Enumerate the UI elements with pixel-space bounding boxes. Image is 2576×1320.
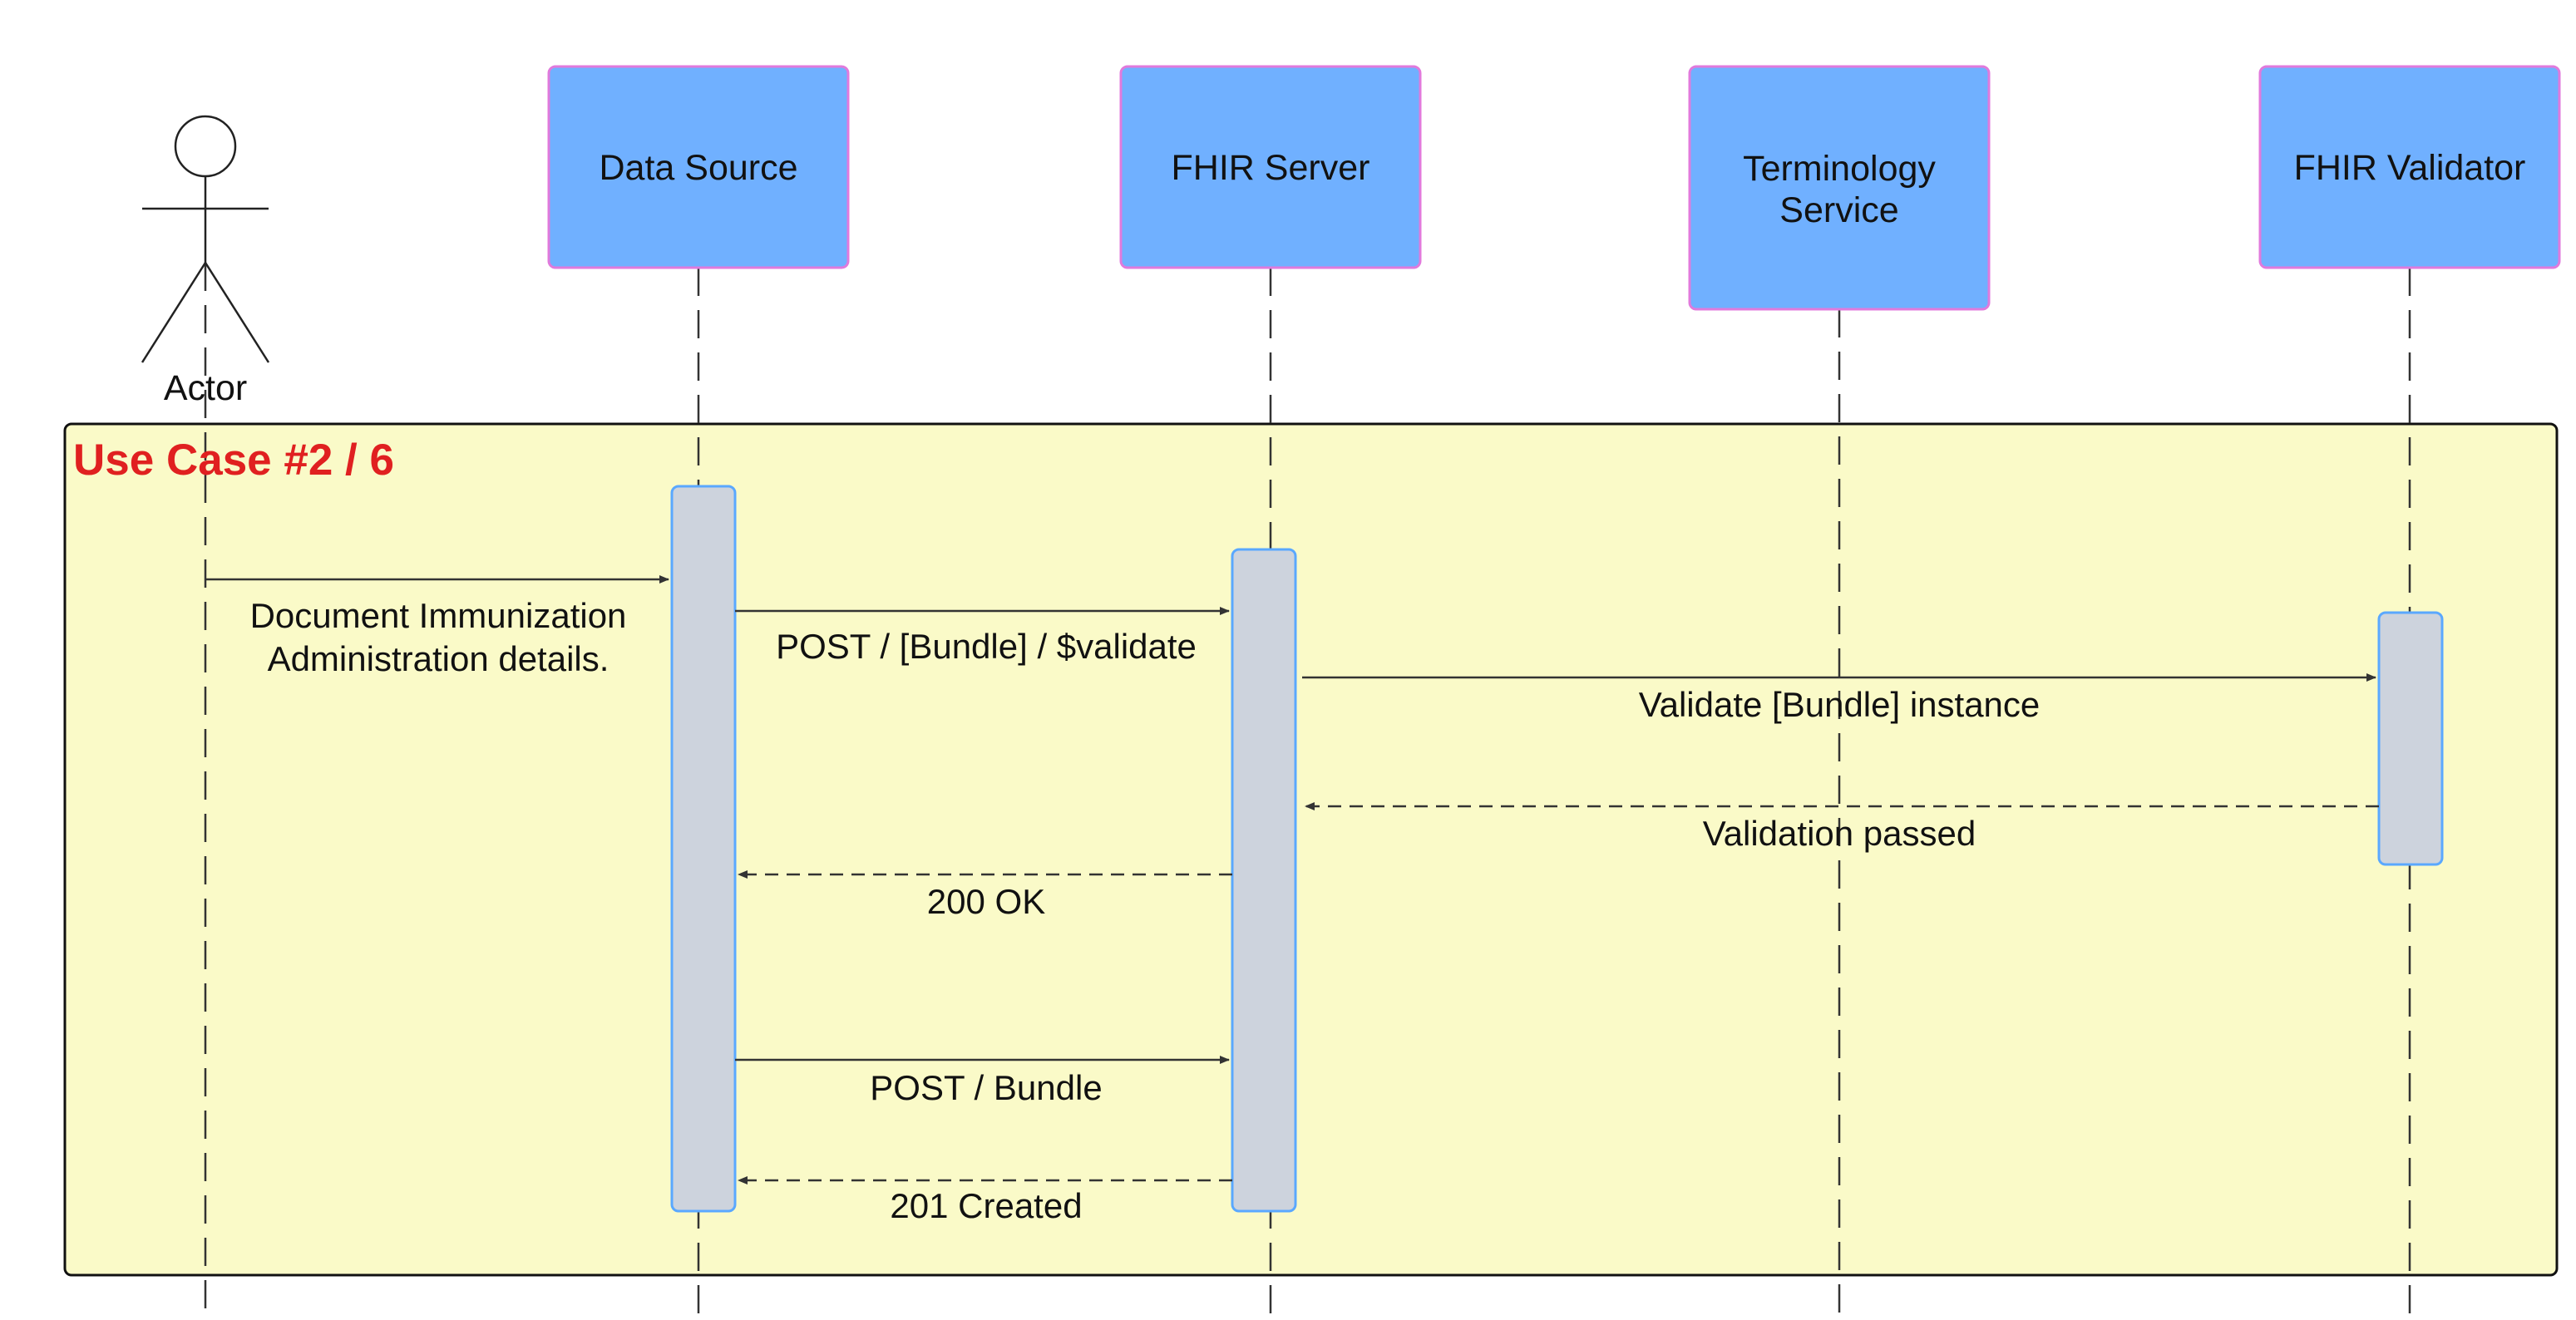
participant-fhir-server[interactable]: FHIR Server: [1119, 65, 1422, 269]
message-m2: POST / [Bundle] / $validate: [735, 607, 1230, 666]
message-label: Administration details.: [268, 639, 609, 678]
participant-box: [2258, 65, 2561, 269]
activation-bars: [670, 485, 2444, 1213]
participant-box: [1119, 65, 1422, 269]
message-label: Validate [Bundle] instance: [1639, 685, 2041, 724]
message-label: 201 Created: [890, 1186, 1082, 1225]
message-label: Document Immunization: [250, 596, 627, 635]
message-m5: 200 OK: [738, 870, 1232, 921]
activation-bar-fhir-validator: [2377, 611, 2444, 866]
participant-label: Data Source: [599, 148, 797, 188]
participant-fhir-validator[interactable]: FHIR Validator: [2258, 65, 2561, 269]
use-case-frame: [63, 422, 2559, 1277]
participant-label: FHIR Validator: [2294, 148, 2526, 188]
participants: Data Source FHIR Server TerminologyService…: [547, 65, 2561, 311]
activation-bar-data-source: [670, 485, 737, 1213]
actor-label: Actor: [164, 368, 247, 408]
message-m6: POST / Bundle: [735, 1056, 1230, 1107]
activation-bar-fhir-server: [1231, 548, 1297, 1213]
participant-label: Service: [1779, 190, 1898, 230]
actor[interactable]: Actor: [141, 115, 270, 408]
participant-box: [1688, 65, 1991, 311]
participant-label: Terminology: [1743, 149, 1936, 189]
message-m4: Validation passed: [1305, 802, 2379, 853]
participant-data-source[interactable]: Data Source: [547, 65, 850, 269]
message-label: POST / Bundle: [870, 1068, 1102, 1107]
participant-label: FHIR Server: [1172, 148, 1370, 188]
frame-title: Use Case #2 / 6: [73, 436, 394, 485]
message-m3: Validate [Bundle] instance: [1302, 673, 2376, 724]
participant-box: [547, 65, 850, 269]
message-m7: 201 Created: [738, 1176, 1232, 1225]
message-label: POST / [Bundle] / $validate: [776, 627, 1197, 666]
stick-figure-icon: [141, 115, 270, 363]
message-label: Validation passed: [1703, 814, 1976, 853]
message-label: 200 OK: [927, 882, 1045, 921]
